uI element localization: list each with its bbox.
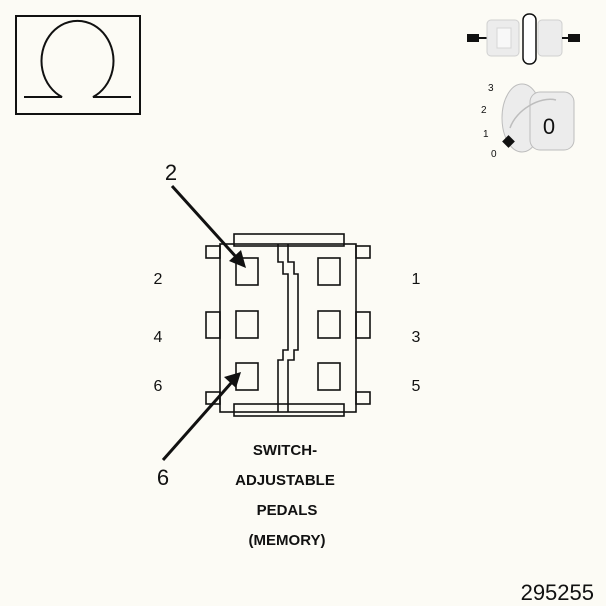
pin-cavity-2 xyxy=(235,257,259,286)
pin-cavity-4 xyxy=(235,310,259,339)
ignition-pos-3: 3 xyxy=(488,83,494,94)
connector-disconnect-icon xyxy=(467,13,580,65)
ignition-pos-1: 1 xyxy=(483,129,489,140)
caption-line-1: SWITCH- xyxy=(253,442,317,459)
pin-cavity-5 xyxy=(317,362,341,391)
callout-arrow-bottom xyxy=(161,372,241,461)
callout-arrow-top xyxy=(170,184,246,268)
callout-label-top: 2 xyxy=(165,160,177,185)
ohm-icon xyxy=(24,19,131,98)
caption-line-3: PEDALS xyxy=(257,502,318,519)
pin-cavity-3 xyxy=(317,310,341,339)
figure-number: 295255 xyxy=(521,580,594,605)
pin-label-right-5: 5 xyxy=(412,378,421,395)
component-caption: SWITCH- ADJUSTABLE PEDALS (MEMORY) xyxy=(235,442,335,549)
caption-line-2: ADJUSTABLE xyxy=(235,472,335,489)
pin-label-left-4: 4 xyxy=(154,329,163,346)
ignition-key-icon: 3 2 1 0 0 xyxy=(481,83,575,160)
ignition-pos-0: 0 xyxy=(491,149,497,160)
pin-cavity-1 xyxy=(317,257,341,286)
meter-symbol-box xyxy=(15,15,141,115)
pin-label-left-6: 6 xyxy=(154,378,163,395)
caption-line-4: (MEMORY) xyxy=(249,532,326,549)
callout-label-bottom: 6 xyxy=(157,465,169,490)
pin-label-left-2: 2 xyxy=(154,271,163,288)
ignition-key-label: 0 xyxy=(543,114,555,139)
pin-label-right-3: 3 xyxy=(412,329,421,346)
ignition-pos-2: 2 xyxy=(481,105,487,116)
connector-face xyxy=(205,233,371,417)
pin-label-right-1: 1 xyxy=(412,271,421,288)
